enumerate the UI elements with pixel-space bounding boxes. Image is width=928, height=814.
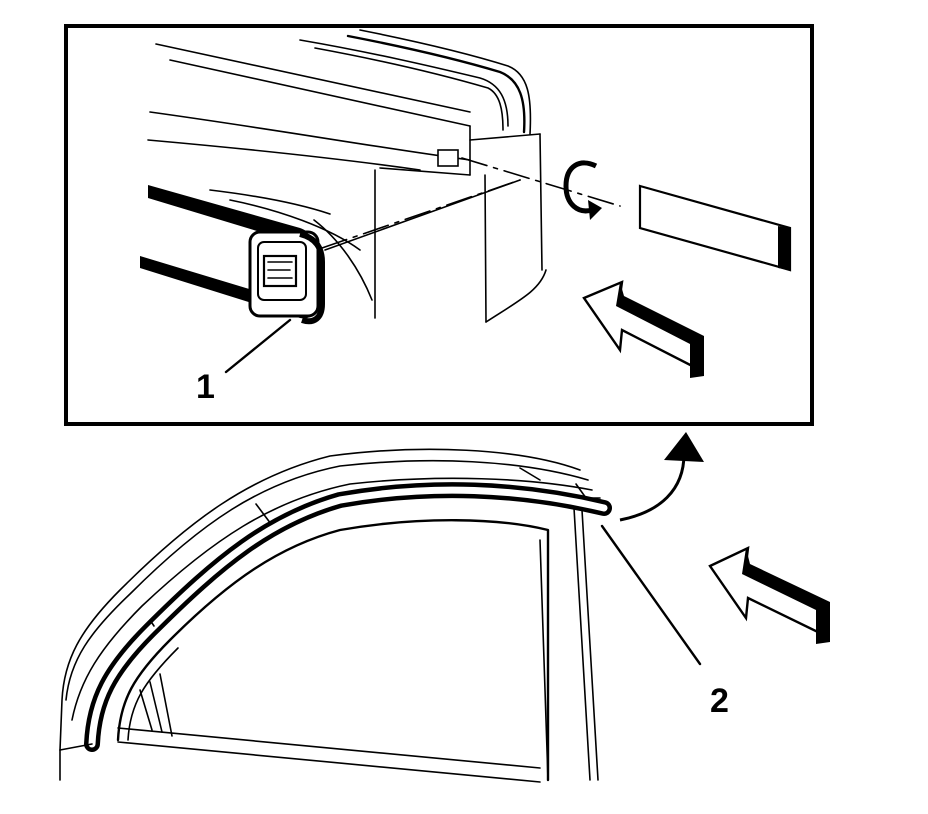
door-overview: 2 (59, 448, 830, 783)
leader-line-1 (224, 318, 292, 374)
curved-arrow-icon (619, 432, 704, 522)
roof-rail-lines (147, 29, 547, 323)
direction-arrow-lower-icon (708, 545, 830, 644)
detail-inset: 1 (64, 24, 814, 426)
adhesive-tape (638, 184, 792, 272)
callout-2: 2 (710, 682, 729, 720)
molding-strip-inset (140, 185, 373, 325)
direction-arrow-icon (582, 280, 704, 378)
leader-line-2 (600, 524, 702, 666)
callout-1: 1 (196, 368, 215, 406)
guide-lines (321, 157, 621, 251)
rotation-arrow-icon (563, 160, 602, 220)
